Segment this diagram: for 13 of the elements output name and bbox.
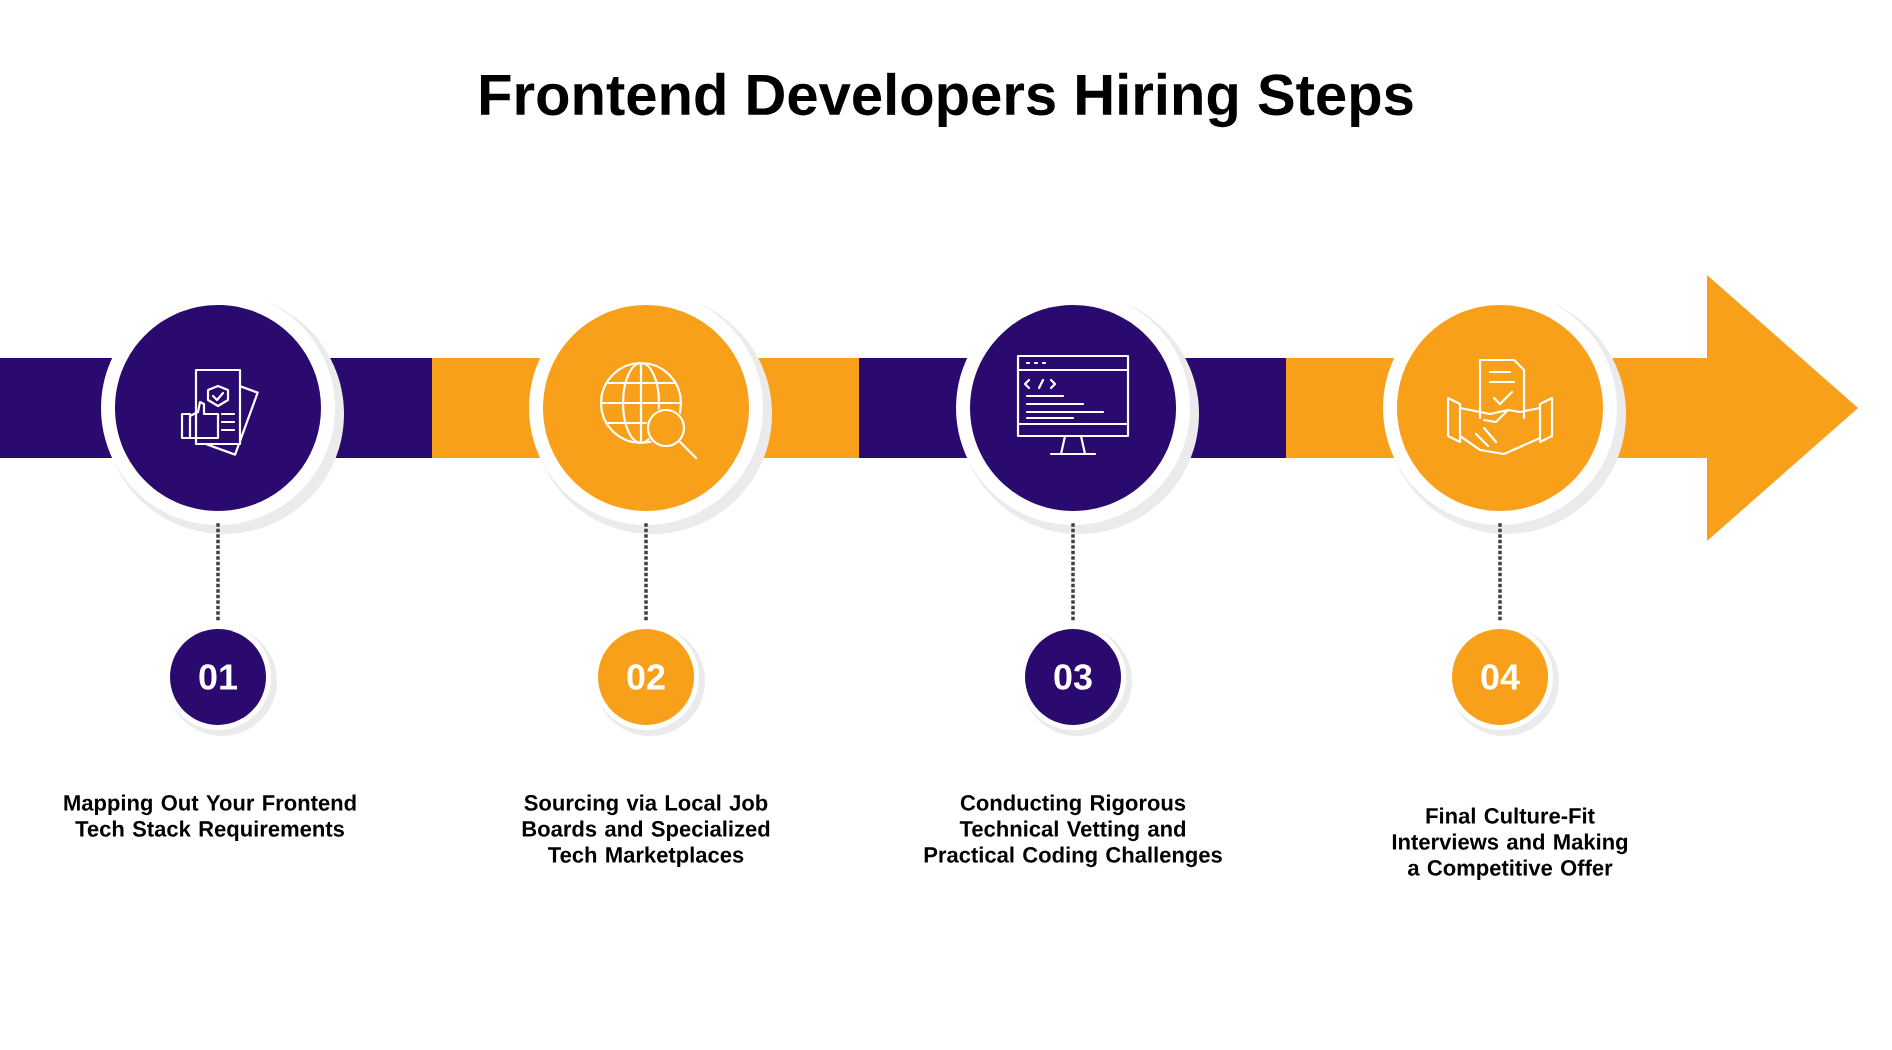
leader-line [1071,523,1075,621]
number-badge: 03 [1020,624,1132,736]
number-badge: 02 [593,624,705,736]
leader-line [644,523,648,621]
number-badge: 04 [1447,624,1559,736]
step-description: Mapping Out Your Frontend Tech Stack Requirements [64,794,356,842]
step-description: Sourcing via Local Job Boards and Specialized Tech Marketplaces [522,794,770,868]
number-badge: 01 [165,624,277,736]
leader-line [1498,523,1502,621]
step-description: Final Culture-Fit Interviews and Making a Competitive Offer [1392,807,1628,881]
leader-line [216,523,220,621]
step-description: Conducting Rigorous Technical Vetting and Practical Coding Challenges [924,794,1222,868]
title: Frontend Developers Hiring Steps [480,72,1413,128]
